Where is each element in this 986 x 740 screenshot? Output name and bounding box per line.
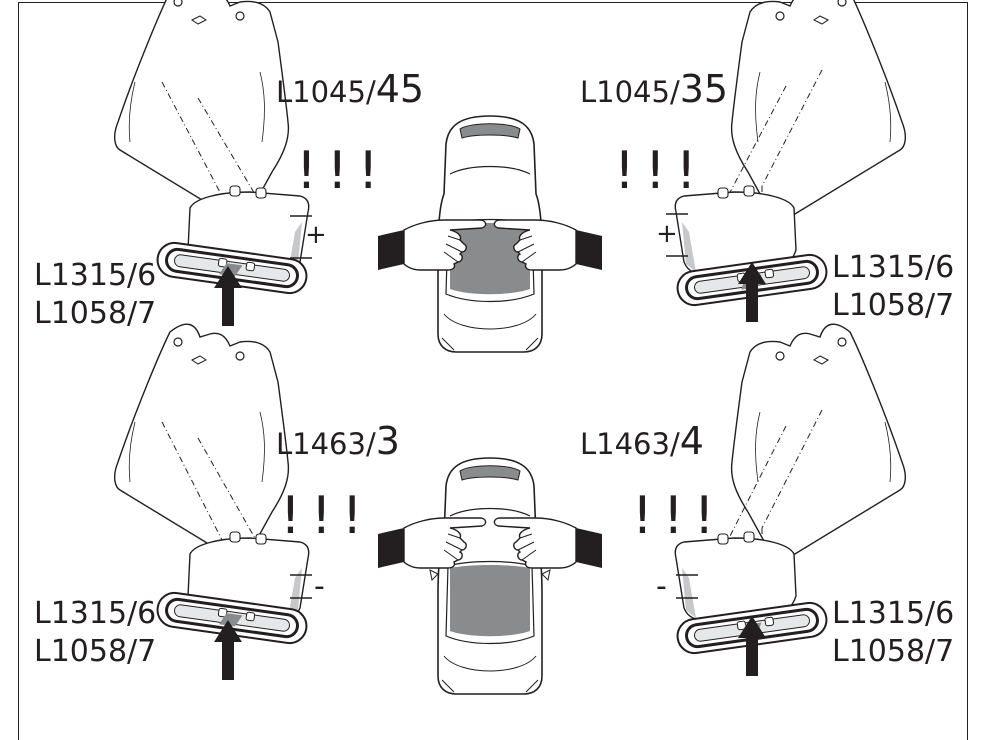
top-left-part-code: L1045/45 <box>276 67 425 111</box>
bottom-right-part-code: L1463/4 <box>580 419 704 463</box>
bottom-left-adjust-sign: - <box>314 569 325 604</box>
bottom-left-part-1: L1315/6 <box>34 596 157 631</box>
bottom-left-part-code: L1463/3 <box>276 419 400 463</box>
diagram-frame <box>18 2 968 740</box>
top-right-part-2: L1058/7 <box>832 288 955 323</box>
top-left-assembly <box>113 0 311 326</box>
top-right-part-code: L1045/35 <box>580 67 729 111</box>
top-left-part-2: L1058/7 <box>34 296 157 331</box>
top-left-warning: !!! <box>296 141 389 201</box>
bottom-right-warning: !!! <box>632 486 725 546</box>
top-left-part-1: L1315/6 <box>34 258 157 293</box>
bottom-left-warning: !!! <box>280 486 373 546</box>
mud-flap-icon <box>730 323 907 563</box>
bottom-right-part-1: L1315/6 <box>832 596 955 631</box>
top-right-warning: !!! <box>614 141 707 201</box>
top-right-part-1: L1315/6 <box>832 250 955 285</box>
top-right-adjust-sign: + <box>656 219 678 249</box>
top-right-assembly <box>673 0 907 322</box>
adjustment-marks <box>290 213 698 599</box>
bottom-right-assembly <box>673 323 907 676</box>
mud-flap-icon <box>113 323 290 563</box>
bottom-right-adjust-sign: - <box>656 569 667 604</box>
mud-flap-icon <box>730 0 907 223</box>
bottom-right-part-2: L1058/7 <box>832 634 955 669</box>
car-top-view-icon <box>429 457 551 695</box>
top-left-adjust-sign: + <box>305 220 327 250</box>
bottom-left-assembly <box>113 323 311 680</box>
bottom-left-part-2: L1058/7 <box>34 634 157 669</box>
